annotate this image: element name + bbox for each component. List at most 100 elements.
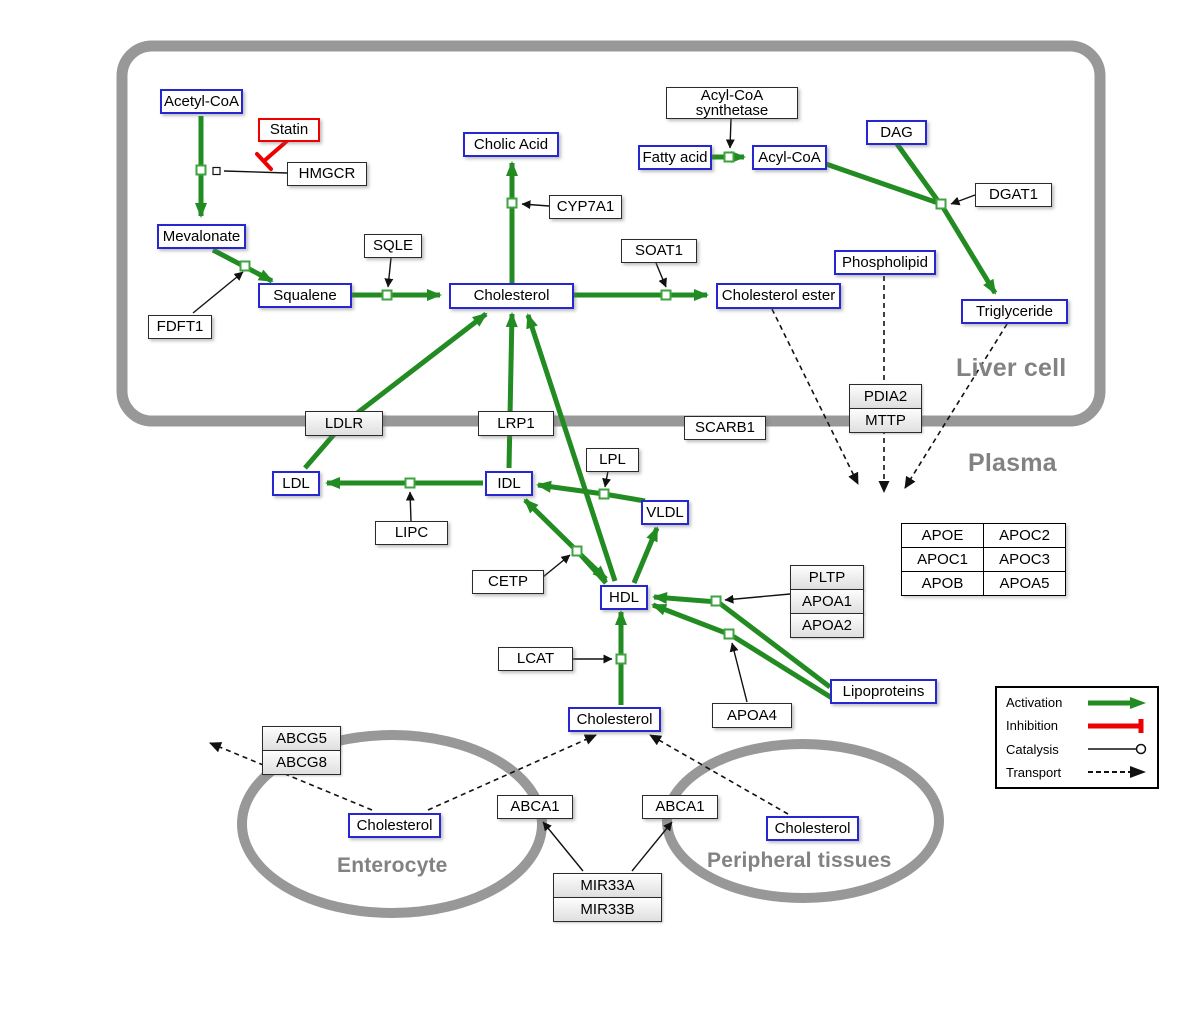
node-ldl: LDL <box>272 471 320 496</box>
legend-row-inhibition: Inhibition <box>1006 718 1148 733</box>
node-idl: IDL <box>485 471 533 496</box>
hmgcr-catalysis-glyph <box>212 166 221 176</box>
node-ldlr: LDLR <box>305 411 383 436</box>
edge-mir33-abca1-right <box>631 821 673 872</box>
enterocyte-membrane <box>237 730 547 918</box>
node-sqle: SQLE <box>364 234 422 258</box>
edge-dgat1-catalysis <box>950 194 976 206</box>
node-cholesterol-plasma: Cholesterol <box>568 707 661 732</box>
edge-dag-dgat1 <box>894 142 941 203</box>
node-cholesterol-ester: Cholesterol ester <box>716 283 841 309</box>
node-hdl: HDL <box>600 585 648 610</box>
node-acetyl-coa: Acetyl-CoA <box>160 89 243 114</box>
edge-dgat1-triglyceride <box>938 202 998 295</box>
edge-ldl-ldlr-cholesterol <box>303 312 488 470</box>
node-cholesterol-peripheral: Cholesterol <box>766 816 859 841</box>
node-cholesterol-liver: Cholesterol <box>449 283 574 309</box>
edge-cetp-node-hdl <box>577 551 608 581</box>
edge-cetp-node-idl <box>523 498 579 553</box>
node-pdia2: PDIA2 <box>849 384 922 409</box>
inhibition-edge-statin-hmgcr <box>255 139 289 171</box>
edge-vldl-lpl-idl <box>536 480 646 504</box>
node-apoa2: APOA2 <box>790 613 864 638</box>
apo-cell-apoa5: APOA5 <box>983 571 1065 595</box>
legend-row-catalysis: Catalysis <box>1006 742 1148 757</box>
node-apoa1: APOA1 <box>790 589 864 614</box>
legend-row-transport: Transport <box>1006 765 1148 780</box>
reaction-nodes <box>195 151 947 665</box>
edge-hmgcr-catalysis <box>223 170 288 174</box>
edge-pltp-apoa-catalysis <box>724 593 791 604</box>
node-lcat: LCAT <box>498 647 573 671</box>
node-mevalonate: Mevalonate <box>157 224 246 249</box>
node-apoa4: APOA4 <box>712 703 792 728</box>
node-cetp: CETP <box>472 570 544 594</box>
node-statin: Statin <box>258 118 320 142</box>
legend-row-activation: Activation <box>1006 695 1148 710</box>
node-acyl-coa: Acyl-CoA <box>752 145 827 170</box>
edge-lipc-catalysis <box>405 491 415 522</box>
transport-arrow-icon <box>1088 766 1146 779</box>
liver-cell-membrane <box>116 40 1106 427</box>
legend-activation-label: Activation <box>1006 695 1063 710</box>
legend: Activation Inhibition Catalysis Transpor… <box>995 686 1159 789</box>
apo-cell-apoc3: APOC3 <box>983 547 1065 571</box>
edge-apoa4-catalysis <box>729 642 748 703</box>
catalysis-circle-icon <box>1088 743 1147 755</box>
edge-mir33-abca1-left <box>542 821 584 872</box>
node-dag: DAG <box>866 120 927 145</box>
apo-cell-apoc1: APOC1 <box>901 547 983 571</box>
node-abca1-left: ABCA1 <box>497 795 573 819</box>
legend-transport-label: Transport <box>1006 764 1062 780</box>
node-phospholipid: Phospholipid <box>834 250 936 275</box>
edge-acylcoa-dgat1 <box>825 161 942 207</box>
membranes <box>116 40 1106 918</box>
node-scarb1: SCARB1 <box>684 416 766 440</box>
node-lipoproteins: Lipoproteins <box>830 679 937 704</box>
peripheral-tissues-membrane <box>662 739 944 903</box>
node-mir33b: MIR33B <box>553 897 662 922</box>
node-mir33a: MIR33A <box>553 873 662 898</box>
apo-cell-apoc2: APOC2 <box>983 523 1065 547</box>
edge-acylcoasynthetase-catalysis <box>725 118 735 149</box>
legend-catalysis-label: Catalysis <box>1006 741 1059 757</box>
node-hmgcr: HMGCR <box>287 162 367 186</box>
plasma-label: Plasma <box>968 449 1057 477</box>
edge-cetp-catalysis <box>542 554 571 578</box>
edge-cholesterolester-plasma <box>771 308 859 485</box>
edge-hdl-cholesterol <box>525 313 618 582</box>
edge-lpl-catalysis <box>602 470 611 488</box>
node-vldl: VLDL <box>641 500 689 525</box>
apolipoprotein-table: APOE APOC2 APOC1 APOC3 APOB APOA5 <box>901 523 1066 596</box>
apo-cell-apob: APOB <box>901 571 983 595</box>
liver-cell-label: Liver cell <box>956 354 1067 382</box>
enterocyte-label: Enterocyte <box>337 854 448 877</box>
catalysis-edges <box>192 118 976 872</box>
edge-fdft1-catalysis <box>192 271 244 314</box>
edge-sqle-catalysis <box>384 257 394 288</box>
edge-cyp7a1-catalysis <box>521 200 550 210</box>
edge-idl-lrp1-cholesterol <box>505 312 518 469</box>
node-lpl: LPL <box>586 448 639 472</box>
node-cholic-acid: Cholic Acid <box>463 132 559 157</box>
legend-inhibition-label: Inhibition <box>1006 718 1059 734</box>
node-cholesterol-enterocyte: Cholesterol <box>348 813 441 838</box>
peripheral-tissues-label: Peripheral tissues <box>707 849 892 872</box>
node-triglyceride: Triglyceride <box>961 299 1068 324</box>
node-fdft1: FDFT1 <box>148 315 212 339</box>
edge-soat1-catalysis <box>655 262 667 288</box>
node-lrp1: LRP1 <box>478 411 554 436</box>
node-abcg8: ABCG8 <box>262 750 341 775</box>
edge-enterocyte-cholesterol-abca1-plasma <box>427 734 597 811</box>
node-acyl-coa-synthetase: Acyl-CoA synthetase <box>666 87 798 119</box>
activation-arrow-icon <box>1088 696 1146 709</box>
node-mttp: MTTP <box>849 408 922 433</box>
node-squalene: Squalene <box>258 283 352 308</box>
node-abca1-right: ABCA1 <box>642 795 718 819</box>
activation-edges <box>195 116 998 705</box>
node-dgat1: DGAT1 <box>975 183 1052 207</box>
node-cyp7a1: CYP7A1 <box>549 195 622 219</box>
node-soat1: SOAT1 <box>621 239 697 263</box>
